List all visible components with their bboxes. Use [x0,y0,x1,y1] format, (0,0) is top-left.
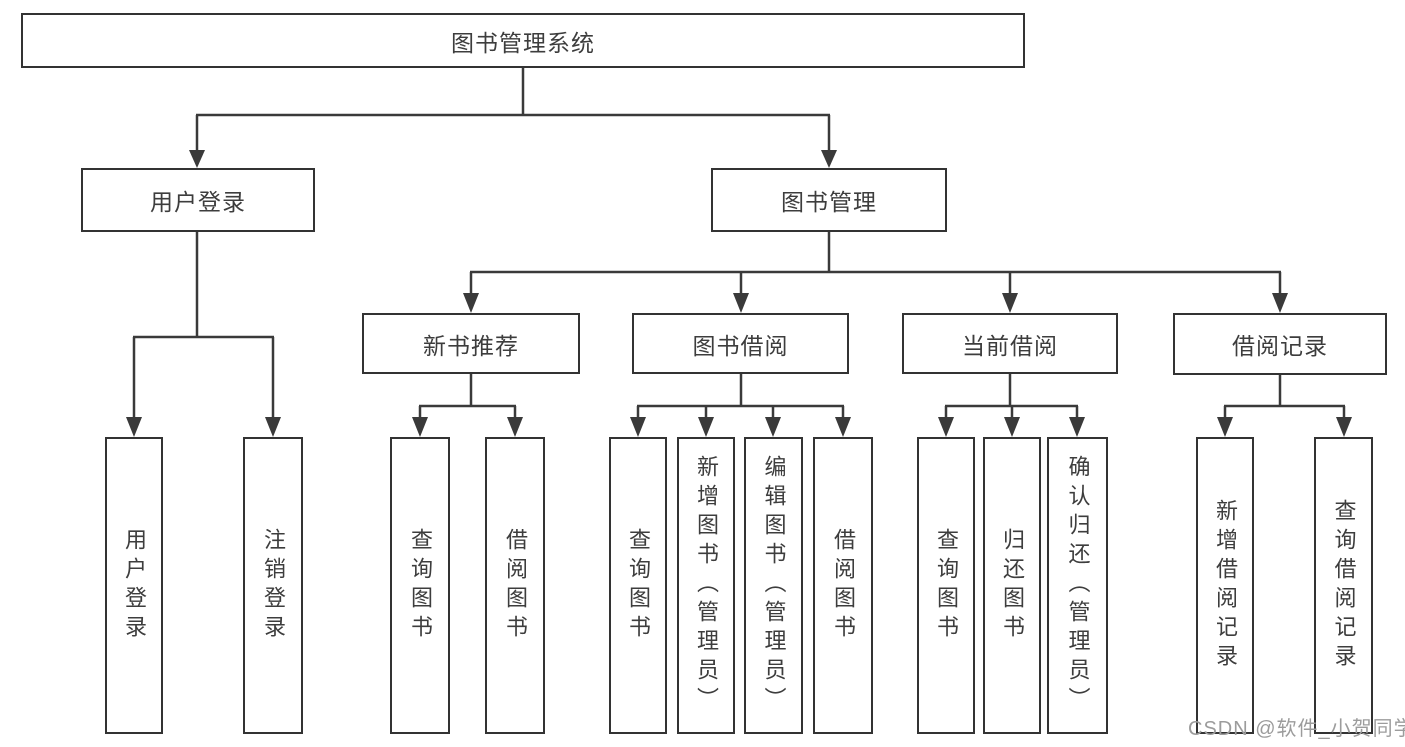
leaf-add-borrow-record: 新增借阅记录 [1196,437,1254,734]
node-root-library-system: 图书管理系统 [21,13,1025,68]
leaf-user-login: 用户登录 [105,437,163,734]
leaf-add-books-admin: 新增图书（管理员） [677,437,735,734]
csdn-watermark: CSDN @软件_小贺同学 [1188,718,1405,740]
leaf-query-borrow-record: 查询借阅记录 [1314,437,1373,734]
node-book-management: 图书管理 [711,168,947,232]
leaf-borrow-books-recommend: 借阅图书 [485,437,545,734]
leaf-edit-books-admin: 编辑图书（管理员） [744,437,803,734]
node-borrow-records: 借阅记录 [1173,313,1387,375]
leaf-query-books-recommend: 查询图书 [390,437,450,734]
leaf-borrow-books: 借阅图书 [813,437,873,734]
leaf-query-books-current: 查询图书 [917,437,975,734]
leaf-logout: 注销登录 [243,437,303,734]
arrowheads [126,150,1352,437]
leaf-confirm-return-admin: 确认归还（管理员） [1047,437,1108,734]
node-book-borrow: 图书借阅 [632,313,849,374]
leaf-return-books: 归还图书 [983,437,1041,734]
node-user-login: 用户登录 [81,168,315,232]
node-current-borrow: 当前借阅 [902,313,1118,374]
node-new-book-recommend: 新书推荐 [362,313,580,374]
leaf-query-books-borrow: 查询图书 [609,437,667,734]
